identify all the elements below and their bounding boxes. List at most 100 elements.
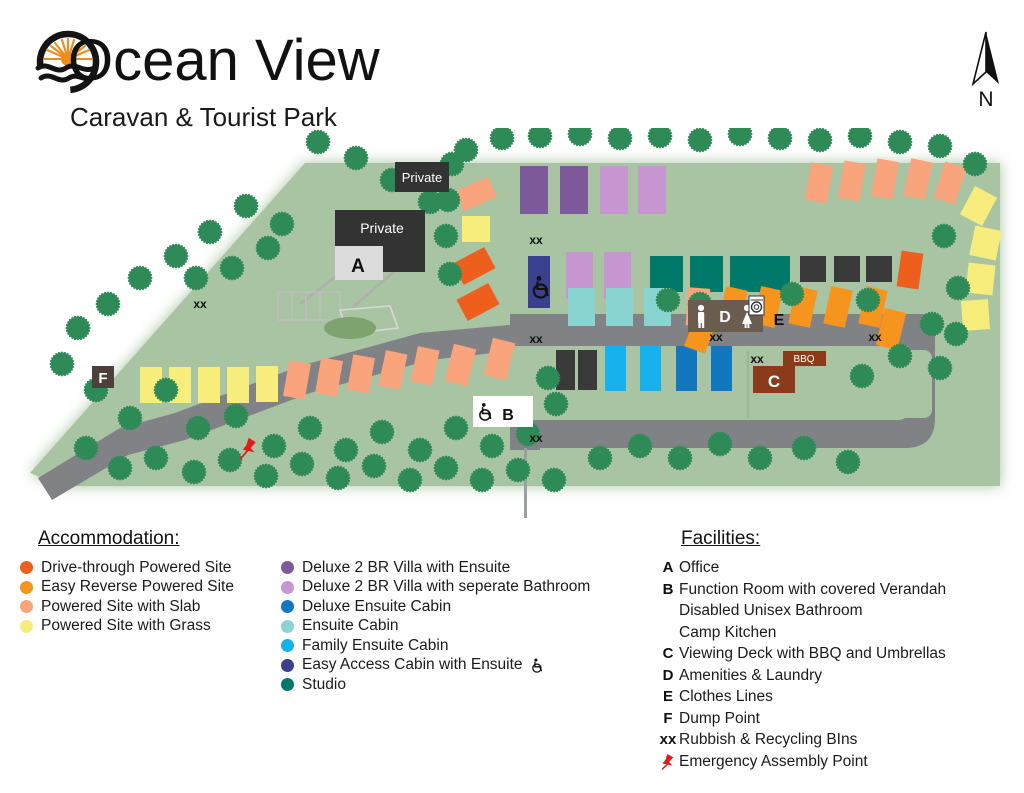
site-plot-powered-with-slab[interactable]: [903, 158, 933, 200]
tree-icon: [927, 133, 953, 159]
site-plot-family-ensuite-cabin[interactable]: [640, 346, 661, 391]
legend-color-swatch: [281, 600, 294, 614]
facility-key: C: [662, 645, 674, 662]
tree-icon: [847, 128, 873, 149]
legend-item-label: Easy Reverse Powered Site: [41, 578, 234, 596]
dump-point-marker-f: F: [98, 370, 107, 387]
facility-item: Emergency Assembly Point: [657, 753, 946, 775]
site-plot-powered-with-slab[interactable]: [455, 176, 497, 212]
site-plot-dark-unit[interactable]: [578, 350, 597, 390]
tree-icon: [807, 128, 833, 153]
site-plot-powered-with-slab[interactable]: [933, 161, 967, 205]
tree-icon: [887, 129, 913, 155]
facilities-legend-title: Facilities:: [681, 528, 761, 549]
legend-color-swatch: [281, 639, 294, 653]
site-plot-drive-through-powered[interactable]: [896, 250, 924, 290]
facility-label: Viewing Deck with BBQ and Umbrellas: [679, 645, 946, 662]
legend-item: Deluxe Ensuite Cabin: [281, 597, 590, 617]
tree-icon: [233, 193, 259, 219]
site-plot-powered-with-grass[interactable]: [227, 367, 249, 403]
legend-color-swatch: [20, 619, 33, 633]
legend-item-label: Easy Access Cabin with Ensuite: [302, 656, 523, 674]
site-plot-studio[interactable]: [650, 256, 683, 292]
site-plot-dark-unit[interactable]: [800, 256, 826, 282]
wheelchair-icon-cabin: [532, 276, 549, 299]
site-plot-powered-with-slab[interactable]: [444, 343, 477, 387]
office-building: [335, 246, 383, 280]
site-plot-ensuite-cabin[interactable]: [568, 288, 595, 326]
site-plot-ensuite-cabin[interactable]: [606, 288, 633, 326]
site-plot-family-ensuite-cabin[interactable]: [605, 346, 626, 391]
facility-label: Dump Point: [679, 709, 760, 727]
site-plot-powered-with-slab[interactable]: [804, 162, 834, 204]
site-plot-easy-access-cabin[interactable]: [528, 256, 550, 308]
site-plot-powered-with-grass[interactable]: [959, 186, 998, 226]
site-plot-powered-with-grass[interactable]: [965, 262, 996, 296]
site-plot-deluxe-villa-separate-bathroom[interactable]: [600, 166, 628, 214]
office-marker-a: A: [351, 256, 365, 277]
legend-item: Drive-through Powered Site: [20, 558, 234, 578]
legend-color-swatch: [281, 561, 294, 575]
site-plot-powered-with-slab[interactable]: [347, 354, 375, 394]
facility-label: Amenities & Laundry: [679, 666, 823, 684]
north-arrow-icon: N: [971, 31, 999, 110]
site-plot-powered-with-grass[interactable]: [198, 367, 220, 403]
legend-item-label: Powered Site with Grass: [41, 617, 211, 635]
facility-item: D Amenities & Laundry: [657, 667, 946, 689]
map-legend: Accommodation: Drive-through Powered Sit…: [0, 528, 1024, 793]
facility-key: A: [662, 559, 674, 576]
emergency-pin-icon: [661, 753, 674, 770]
park-subtitle: Caravan & Tourist Park: [70, 102, 337, 132]
site-plot-deluxe-villa-ensuite[interactable]: [520, 166, 548, 214]
facility-key: E: [662, 688, 673, 705]
legend-item-label: Family Ensuite Cabin: [302, 636, 449, 654]
site-plot-powered-with-grass[interactable]: [462, 216, 490, 242]
facility-label: Emergency Assembly Point: [679, 752, 868, 770]
site-plot-drive-through-powered[interactable]: [456, 282, 500, 322]
facility-item: Disabled Unisex Bathroom: [657, 602, 946, 624]
site-plot-powered-with-slab[interactable]: [283, 360, 311, 400]
legend-color-swatch: [281, 580, 294, 594]
legend-color-swatch: [281, 658, 294, 672]
site-plot-powered-with-slab[interactable]: [378, 350, 408, 390]
facility-key: D: [662, 666, 674, 684]
site-plot-drive-through-powered[interactable]: [452, 246, 496, 286]
bbq-block: [783, 351, 826, 366]
site-plot-deluxe-villa-ensuite[interactable]: [560, 166, 588, 214]
site-plot-deluxe-ensuite-cabin[interactable]: [711, 346, 732, 391]
site-plot-powered-with-slab[interactable]: [837, 160, 867, 202]
tree-icon: [65, 315, 91, 341]
site-plot-powered-with-slab[interactable]: [410, 346, 440, 386]
tree-icon: [49, 351, 75, 377]
site-plot-studio[interactable]: [690, 256, 723, 292]
site-plot-easy-reverse-powered[interactable]: [875, 307, 907, 351]
facility-label: Function Room with covered Verandah: [679, 580, 947, 598]
tree-icon: [607, 128, 633, 151]
legend-color-swatch: [20, 600, 33, 614]
site-plot-dark-unit[interactable]: [556, 350, 575, 390]
site-plots: [140, 158, 1002, 403]
site-plot-dark-unit[interactable]: [834, 256, 860, 282]
site-plot-powered-with-slab[interactable]: [315, 357, 343, 397]
site-plot-powered-with-grass[interactable]: [256, 366, 278, 402]
site-plot-powered-with-slab[interactable]: [483, 337, 516, 381]
site-plot-deluxe-villa-separate-bathroom[interactable]: [638, 166, 666, 214]
legend-item: Ensuite Cabin: [281, 617, 590, 637]
legend-item-label: Deluxe 2 BR Villa with Ensuite: [302, 558, 511, 576]
tree-icon: [687, 128, 713, 153]
facility-label: Camp Kitchen: [679, 623, 777, 641]
site-plot-powered-with-grass[interactable]: [969, 225, 1002, 261]
site-plot-powered-with-slab[interactable]: [870, 158, 900, 200]
site-plot-dark-unit[interactable]: [866, 256, 892, 282]
facility-item: Camp Kitchen: [657, 624, 946, 646]
site-plot-deluxe-ensuite-cabin[interactable]: [676, 346, 697, 391]
function-room-marker-b: B: [502, 407, 514, 424]
site-plot-powered-with-grass[interactable]: [960, 299, 991, 331]
site-plot-easy-reverse-powered[interactable]: [823, 286, 853, 328]
tree-icon: [305, 129, 331, 155]
tree-icon: [727, 128, 753, 147]
